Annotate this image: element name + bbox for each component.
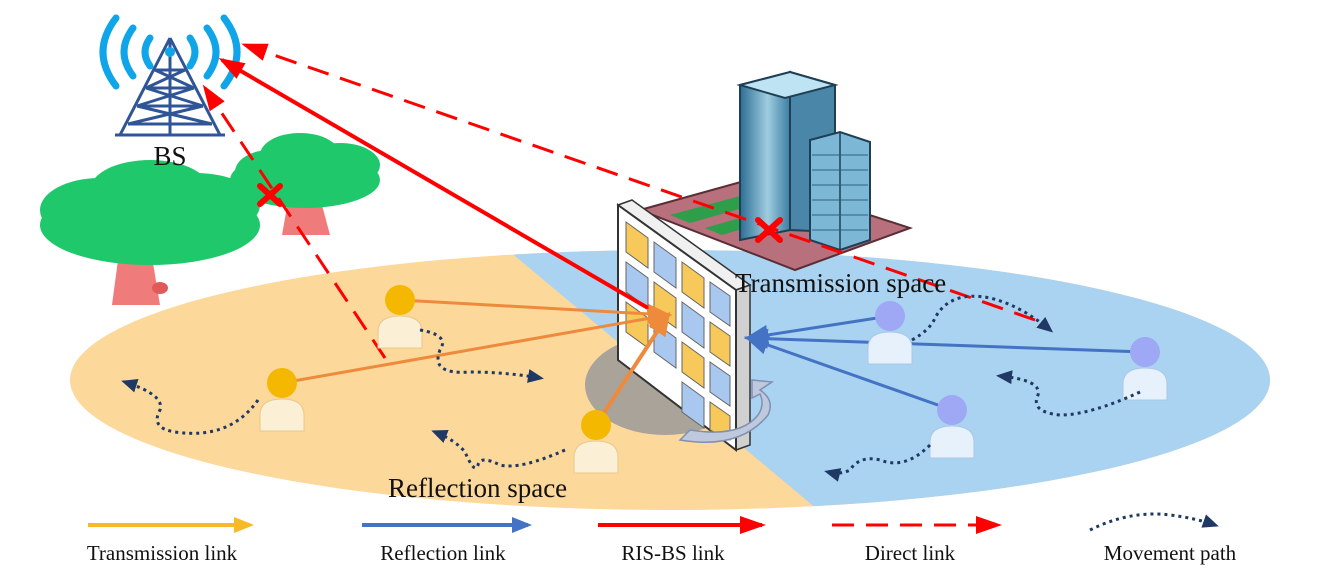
blockage-x-icon	[257, 183, 283, 207]
bs-label: BS	[153, 141, 186, 171]
movement-path	[419, 328, 544, 383]
user-icon	[1122, 337, 1168, 401]
movement-path	[996, 370, 1141, 417]
ris-panel-icon	[616, 199, 752, 453]
legend-label-direct-link: Direct link	[865, 541, 956, 565]
rotation-arrow-icon	[678, 379, 775, 443]
legend: Transmission link Reflection link RIS-BS…	[87, 512, 1237, 565]
tree-icon	[230, 133, 380, 235]
base-station-icon	[115, 37, 225, 137]
user-icon	[259, 368, 305, 432]
direct-link-arrow-2	[202, 84, 387, 359]
transmission-link-arrow	[594, 311, 671, 427]
legend-swatch-movement-path	[1089, 512, 1219, 532]
ris-bs-link-arrow	[218, 57, 662, 317]
reflection-link-arrow	[744, 314, 891, 345]
reflection-space-label: Reflection space	[388, 473, 567, 503]
reflection-link-arrow	[744, 335, 953, 412]
movement-path	[824, 443, 932, 482]
user-icon	[573, 410, 619, 474]
movement-path	[431, 429, 566, 470]
signal-waves-icon	[99, 14, 241, 90]
user-icon	[867, 301, 913, 365]
user-icon	[377, 285, 423, 349]
tree-icon	[40, 160, 260, 305]
bs-antenna-dot	[165, 47, 175, 57]
legend-label-reflection-link: Reflection link	[380, 541, 506, 565]
blockage-x-icon	[755, 217, 783, 243]
transmission-space-label: Transmission space	[735, 268, 946, 298]
legend-label-ris-bs-link: RIS-BS link	[621, 541, 725, 565]
transmission-link-arrow	[281, 308, 672, 385]
reflection-link-arrow	[744, 328, 1146, 354]
direct-link-arrow-1	[241, 43, 1036, 322]
legend-label-movement-path: Movement path	[1104, 541, 1237, 565]
transmission-link-arrow	[399, 298, 672, 324]
legend-label-transmission-link: Transmission link	[87, 541, 238, 565]
user-icon	[929, 395, 975, 459]
movement-path	[911, 294, 1054, 342]
